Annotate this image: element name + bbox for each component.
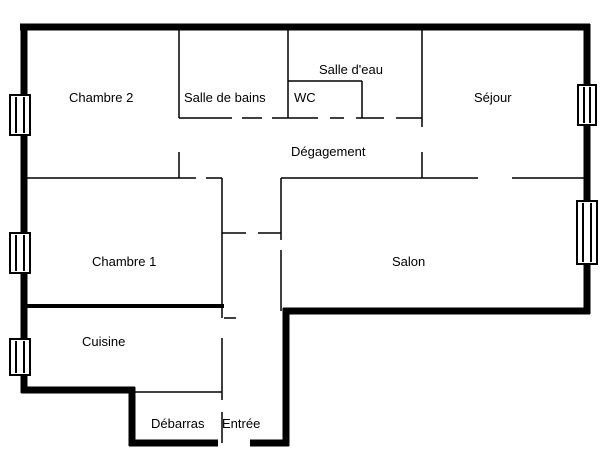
interior-walls [24,29,587,443]
label-wc: WC [294,90,316,105]
label-degagement: Dégagement [291,144,366,159]
window-salon [576,200,598,265]
label-salle-deau: Salle d'eau [319,62,383,77]
window-chambre2 [9,94,31,136]
exterior-walls [20,23,591,447]
label-salon: Salon [392,254,425,269]
room-labels: Chambre 2 Salle de bains WC Salle d'eau … [69,62,512,431]
window-chambre1 [9,232,31,274]
label-salle-de-bains: Salle de bains [184,90,266,105]
windows [9,84,598,376]
label-entree: Entrée [222,416,260,431]
window-cuisine [9,338,31,376]
label-chambre1: Chambre 1 [92,254,156,269]
label-debarras: Débarras [151,416,205,431]
window-sejour [577,84,597,126]
label-chambre2: Chambre 2 [69,90,133,105]
label-cuisine: Cuisine [82,334,125,349]
label-sejour: Séjour [474,90,512,105]
